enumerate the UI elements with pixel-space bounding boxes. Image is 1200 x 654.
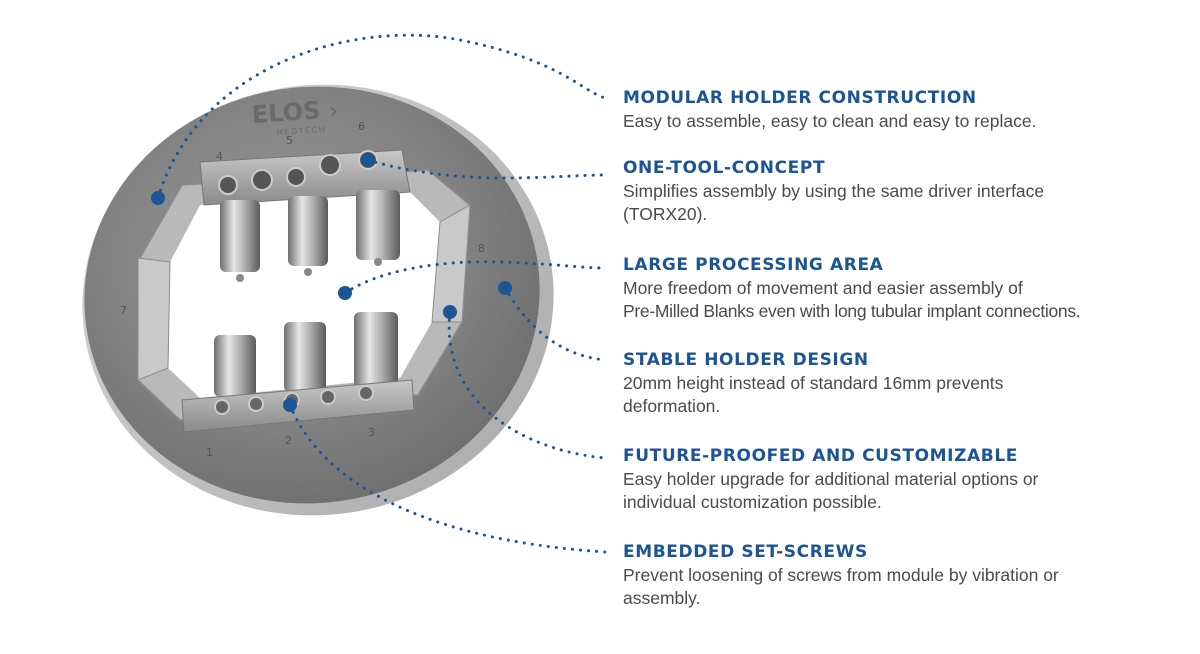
position-label-8: 8	[478, 242, 485, 255]
elos-logo: ELOS › MEDTECH	[251, 96, 338, 137]
feature-title: EMBEDDED SET-SCREWS	[623, 542, 868, 562]
position-labels: 1 2 3 4 5 6 7 8	[120, 120, 485, 459]
feature-desc: Simplifies assembly by using the same dr…	[623, 181, 1045, 224]
logo-chevron-icon: ›	[329, 97, 338, 122]
callout-dot-future	[443, 305, 457, 319]
position-label-6: 6	[358, 120, 365, 133]
callout-dot-one-tool	[361, 153, 375, 167]
feature-modular-holder: MODULAR HOLDER CONSTRUCTION Easy to asse…	[623, 88, 1183, 133]
position-label-2: 2	[285, 434, 292, 447]
callout-dot-modular	[151, 191, 165, 205]
callout-line-stable	[503, 286, 607, 362]
feature-title: FUTURE-PROOFED AND CUSTOMIZABLE	[623, 446, 1018, 466]
feature-processing-area: LARGE PROCESSING AREA More freedom of mo…	[623, 255, 1183, 323]
callout-line-one-tool	[366, 158, 607, 180]
feature-set-screws: EMBEDDED SET-SCREWS Prevent loosening of…	[623, 542, 1183, 610]
position-label-5: 5	[286, 134, 293, 147]
callout-line-future	[447, 310, 607, 460]
feature-stable-design: STABLE HOLDER DESIGN 20mm height instead…	[623, 350, 1183, 418]
callout-line-setscrews	[288, 403, 607, 554]
position-label-4: 4	[216, 150, 223, 163]
callout-line-modular	[156, 33, 607, 200]
position-label-3: 3	[368, 426, 375, 439]
callout-dots	[151, 153, 512, 412]
feature-desc: Easy holder upgrade for additional mater…	[623, 469, 1039, 512]
bottom-pins	[214, 312, 398, 397]
feature-desc: More freedom of movement and easier asse…	[623, 278, 1081, 321]
callout-dot-processing	[338, 286, 352, 300]
feature-title: ONE-TOOL-CONCEPT	[623, 158, 826, 178]
callout-dot-setscrews	[283, 398, 297, 412]
position-label-7: 7	[120, 304, 127, 317]
feature-future-proofed: FUTURE-PROOFED AND CUSTOMIZABLE Easy hol…	[623, 446, 1183, 514]
bottom-holder-bar	[181, 379, 415, 433]
feature-one-tool: ONE-TOOL-CONCEPT Simplifies assembly by …	[623, 158, 1183, 226]
position-label-1: 1	[206, 446, 213, 459]
feature-title: MODULAR HOLDER CONSTRUCTION	[623, 88, 977, 108]
feature-desc: 20mm height instead of standard 16mm pre…	[623, 373, 1004, 416]
logo-subtext: MEDTECH	[276, 125, 327, 137]
logo-text: ELOS	[251, 96, 321, 129]
feature-desc: Easy to assemble, easy to clean and easy…	[623, 111, 1037, 131]
top-pins	[220, 190, 400, 282]
feature-title: LARGE PROCESSING AREA	[623, 255, 884, 275]
callout-dot-stable	[498, 281, 512, 295]
feature-title: STABLE HOLDER DESIGN	[623, 350, 869, 370]
callout-lines	[156, 33, 607, 554]
feature-desc: Prevent loosening of screws from module …	[623, 565, 1059, 608]
